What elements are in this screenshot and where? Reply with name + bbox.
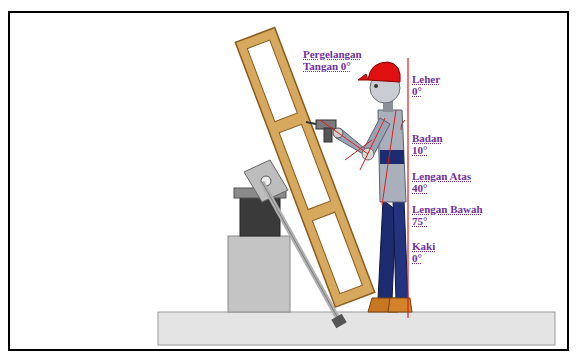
angle-arc [401, 120, 405, 130]
angle-label: Lengan Atas 40° [412, 170, 482, 194]
upper-arm-line [360, 118, 385, 170]
frame [9, 12, 568, 350]
door-panel [235, 28, 374, 308]
jig-column [228, 236, 290, 312]
angle-label: Lengan Bawah 75° [412, 203, 494, 227]
rod-foot [331, 314, 346, 329]
angle-label: Pergelangan Tangan 0° [303, 48, 373, 72]
worker-manikin [306, 62, 412, 312]
wrist-line [345, 140, 372, 160]
angle-label: Kaki 0° [412, 240, 446, 264]
trunk-line [382, 110, 396, 205]
angle-label: Leher 0° [412, 73, 448, 97]
angle-label: Badan 10° [412, 132, 452, 156]
vertical-reference [407, 58, 408, 318]
base-platform [158, 312, 555, 345]
